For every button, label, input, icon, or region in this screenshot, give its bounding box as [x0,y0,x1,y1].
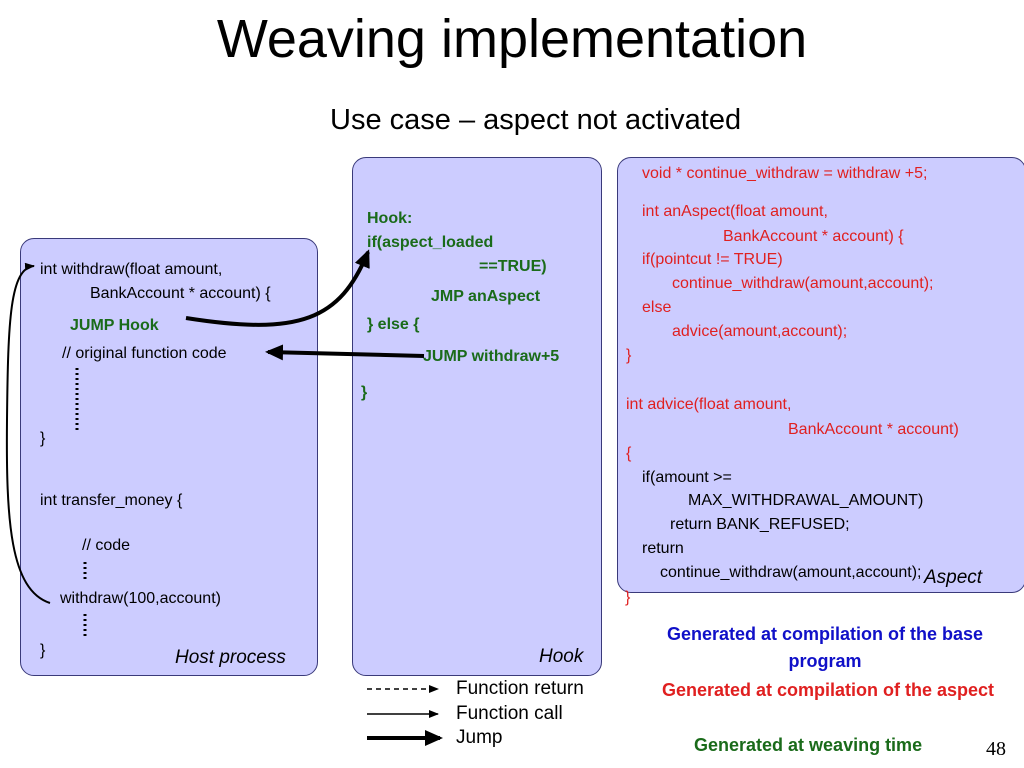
aspect-line: void * continue_withdraw = withdraw +5; [642,165,928,182]
host-line: } [40,642,46,659]
hook-line: if(aspect_loaded [367,234,494,251]
function-call-arrow [5,262,51,604]
host-line: // code [82,537,131,554]
jump-withdraw-arrow [265,344,425,361]
slide-title: Weaving implementation [216,9,808,69]
note-base-program: Generated at compilation of the base pro… [666,624,984,671]
host-process-box: int withdraw(float amount, BankAccount *… [20,238,318,676]
aspect-line: BankAccount * account) [788,421,959,438]
hook-jump-withdraw: JUMP withdraw+5 [423,348,560,365]
host-line: withdraw(100,account) [60,590,221,607]
hook-box: Hook: if(aspect_loaded ==TRUE) JMP anAsp… [352,157,602,676]
note-aspect: Generated at compilation of the aspect [661,680,995,700]
host-line: } [40,430,46,447]
aspect-line: } [625,589,631,606]
host-jump-hook: JUMP Hook [70,317,159,334]
aspect-line: advice(amount,account); [672,323,848,340]
hook-jmp-anaspect: JMP anAspect [431,288,541,305]
note-weaving-time: Generated at weaving time [694,735,923,755]
aspect-box: void * continue_withdraw = withdraw +5; … [617,157,1024,593]
legend-function-call: Function call [456,703,563,724]
host-box-label: Host process [175,647,286,668]
aspect-line: if(pointcut != TRUE) [642,251,783,268]
hook-line: } else { [367,316,420,333]
aspect-line: continue_withdraw(amount,account); [672,275,934,292]
aspect-line: else [642,299,672,316]
host-line: int withdraw(float amount, [40,261,223,278]
aspect-line: MAX_WITHDRAWAL_AMOUNT) [688,492,924,509]
legend-jump: Jump [456,727,503,748]
host-line: // original function code [62,345,227,362]
jump-hook-arrow [185,249,370,327]
host-line: int transfer_money { [40,492,183,509]
aspect-line: } [626,347,632,364]
aspect-line: { [626,445,632,462]
hook-box-label: Hook [539,646,584,667]
aspect-box-label: Aspect [924,567,983,588]
slide-subtitle: Use case – aspect not activated [330,104,742,136]
page-number: 48 [986,738,1006,760]
aspect-line: continue_withdraw(amount,account); [660,564,922,581]
legend-function-return: Function return [456,678,584,699]
host-line: BankAccount * account) { [90,285,271,302]
aspect-line: return [642,540,684,557]
hook-line: Hook: [367,210,413,227]
aspect-line: return BANK_REFUSED; [670,516,850,533]
aspect-line: int advice(float amount, [626,396,792,413]
hook-line: ==TRUE) [479,258,547,275]
hook-line: } [361,384,368,401]
aspect-line: int anAspect(float amount, [642,203,828,220]
aspect-line: BankAccount * account) { [723,228,904,245]
aspect-line: if(amount >= [642,469,732,486]
